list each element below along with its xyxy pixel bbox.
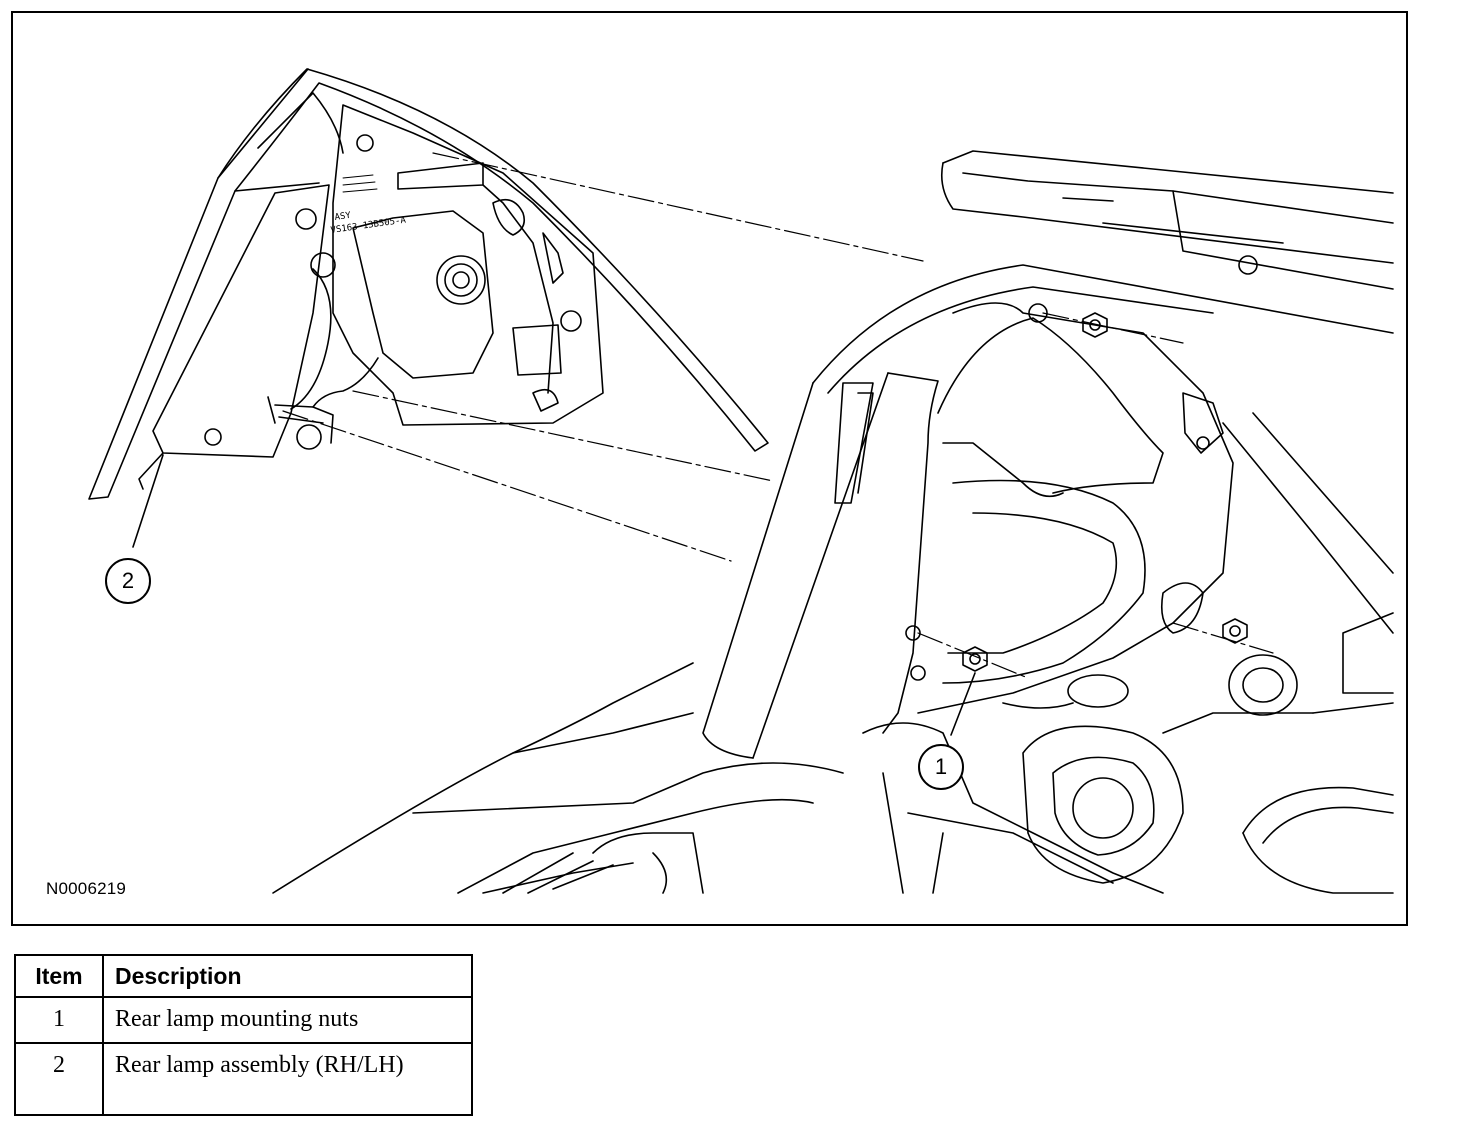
legend-item-number: 2 bbox=[14, 1042, 104, 1116]
callout-1: 1 bbox=[918, 744, 964, 790]
legend-row: 2 Rear lamp assembly (RH/LH) bbox=[14, 1042, 473, 1116]
legend-item-description: Rear lamp assembly (RH/LH) bbox=[102, 1042, 473, 1116]
legend-header-item: Item bbox=[14, 954, 104, 998]
figure-frame: ASY VS163-13B505-A bbox=[11, 11, 1408, 926]
callout-2: 2 bbox=[105, 558, 151, 604]
mounting-nuts bbox=[962, 312, 1248, 672]
lamp-label-line-1: ASY bbox=[334, 211, 352, 223]
legend-item-description: Rear lamp mounting nuts bbox=[102, 996, 473, 1044]
rear-lamp-illustration: ASY VS163-13B505-A bbox=[88, 68, 1394, 894]
vehicle-body bbox=[272, 150, 1394, 894]
legend-table: Item Description 1 Rear lamp mounting nu… bbox=[14, 954, 473, 1116]
legend-row: 1 Rear lamp mounting nuts bbox=[14, 996, 473, 1044]
figure-id: N0006219 bbox=[46, 879, 127, 898]
callout-2-leader bbox=[132, 454, 164, 548]
rear-lamp-assembly: ASY VS163-13B505-A bbox=[88, 68, 769, 500]
legend-header-description: Description bbox=[102, 954, 473, 998]
legend-header-row: Item Description bbox=[14, 954, 473, 998]
callout-1-leader bbox=[950, 672, 976, 736]
legend-item-number: 1 bbox=[14, 996, 104, 1044]
alignment-lines bbox=[282, 152, 1274, 679]
